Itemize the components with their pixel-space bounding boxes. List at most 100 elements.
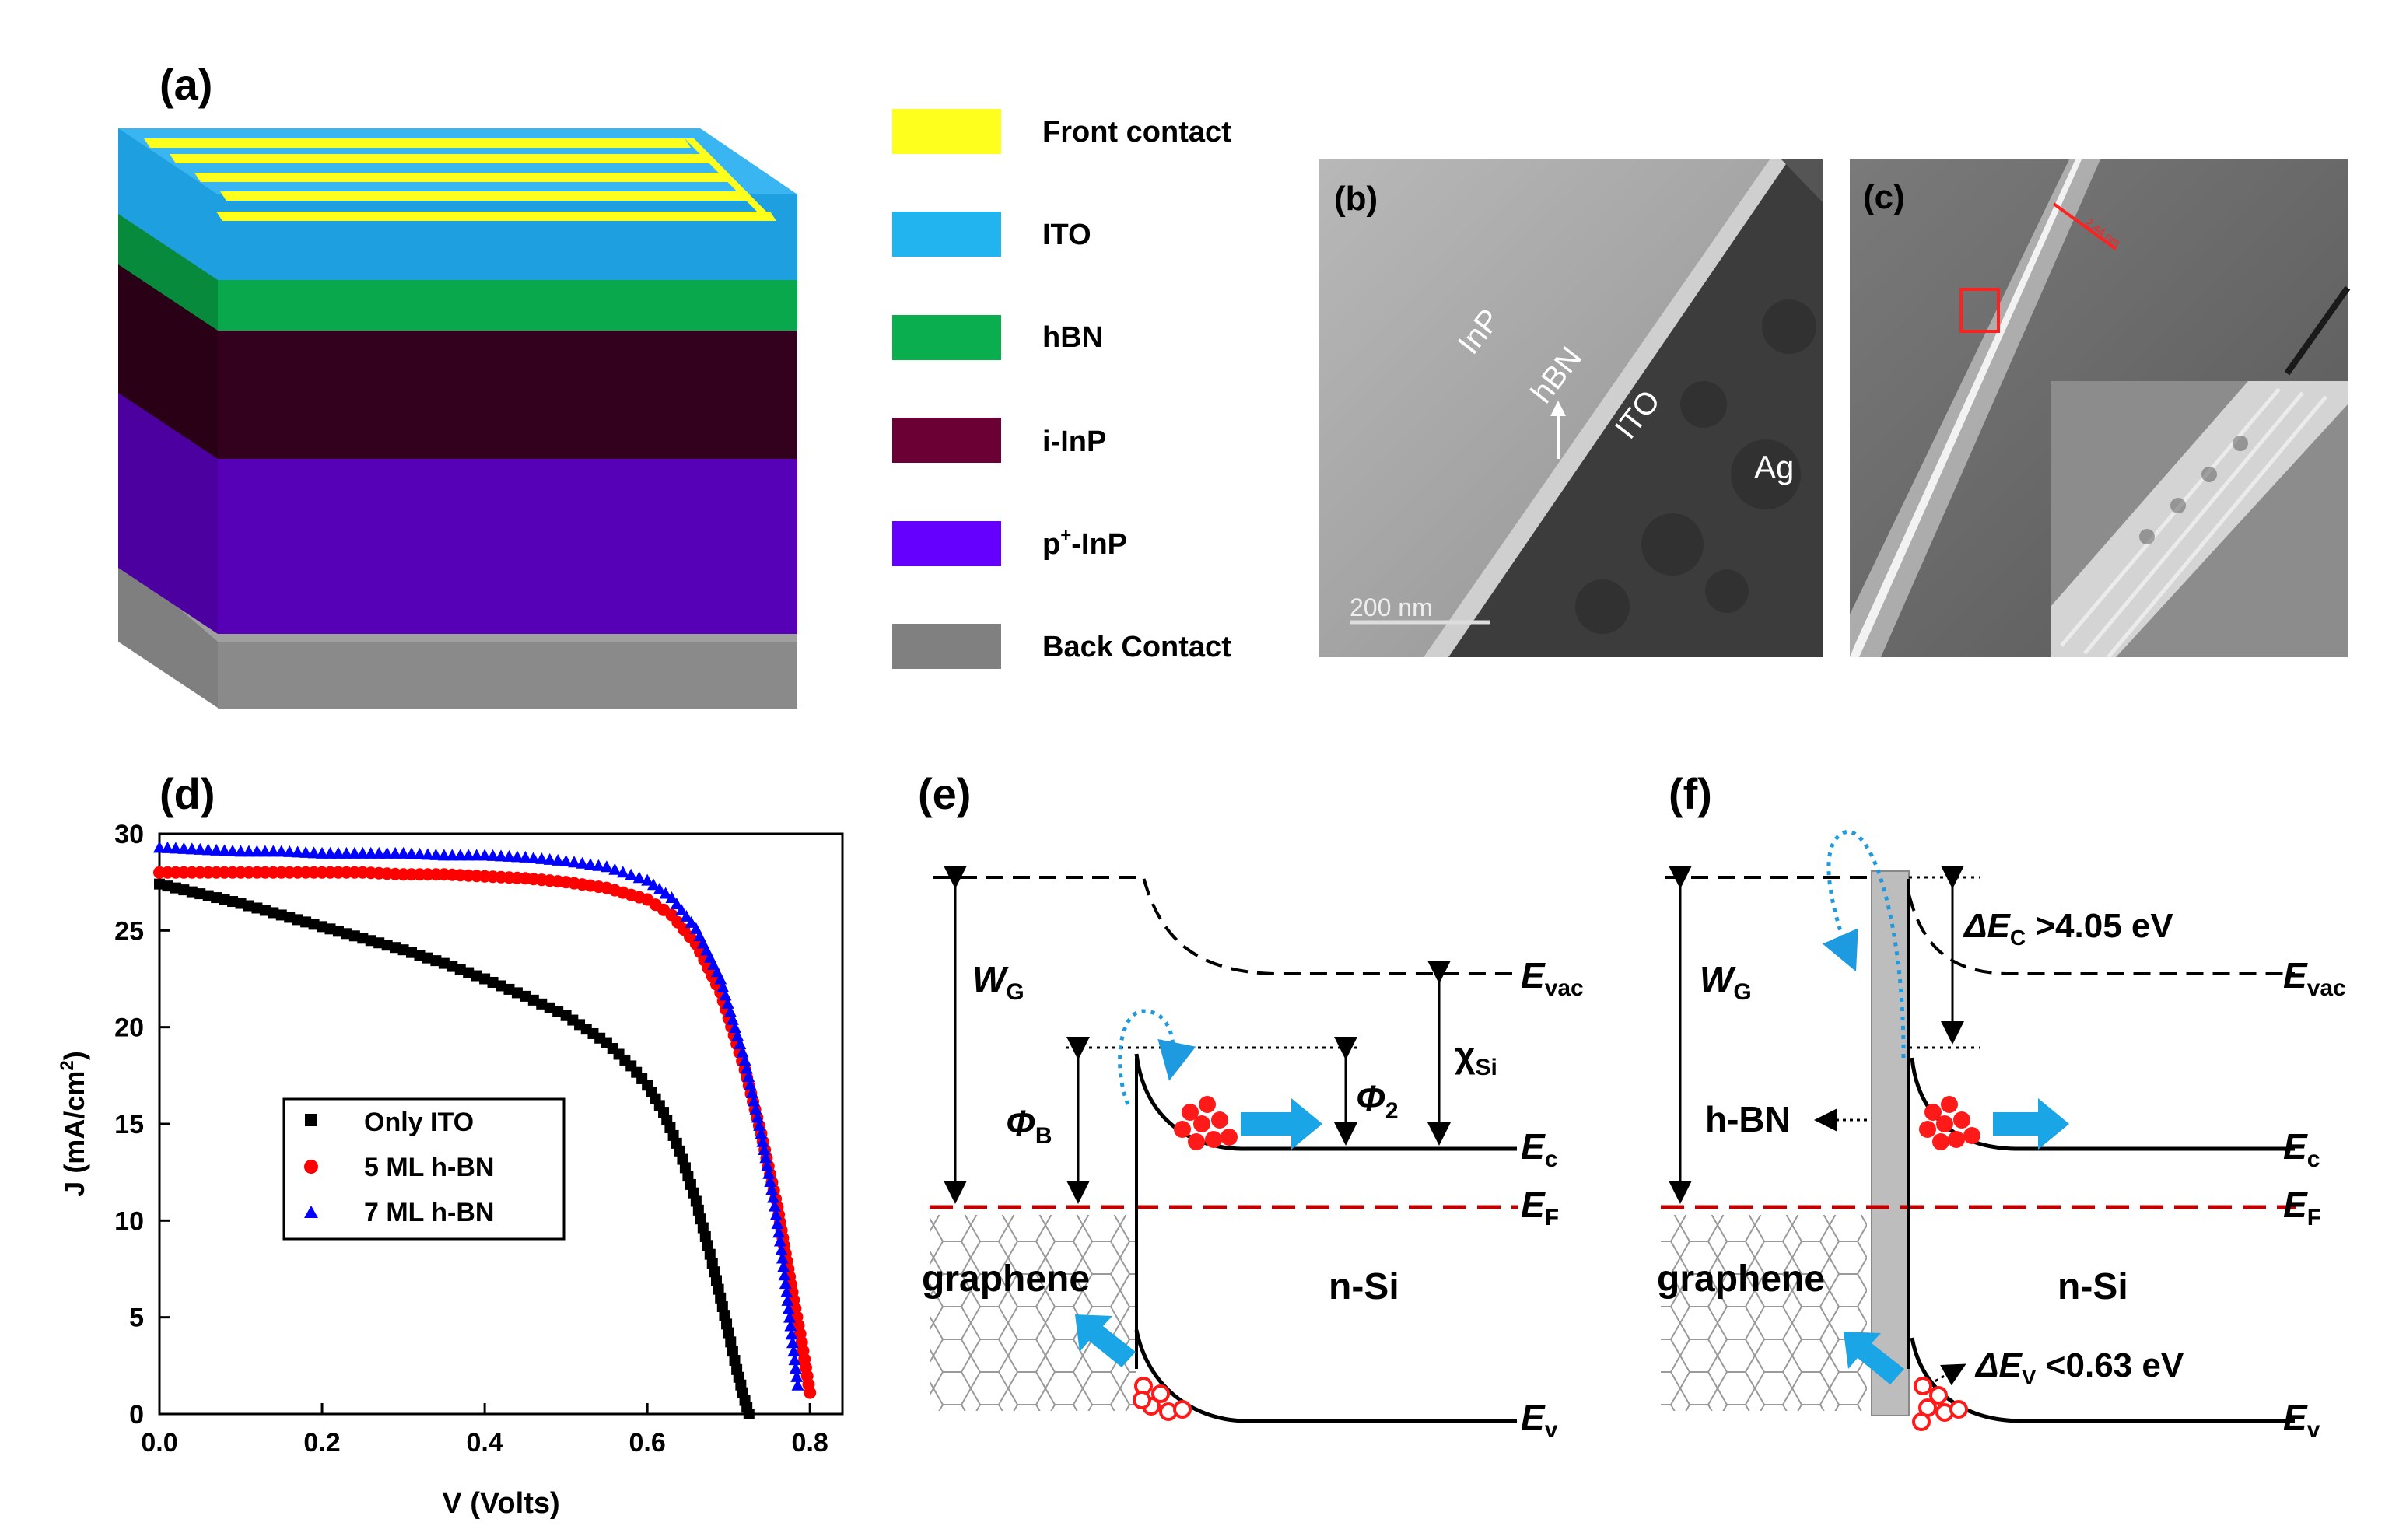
data-point — [210, 843, 223, 856]
x-axis-label: V (Volts) — [442, 1487, 559, 1520]
tem-image-b: (b) InP hBN ITO Ag 200 nm — [1319, 159, 1823, 657]
data-point — [592, 859, 605, 871]
conduction-band — [1134, 1053, 1517, 1151]
legend-label-back-contact: Back Contact — [1042, 631, 1231, 663]
data-point — [745, 1086, 758, 1098]
data-point — [784, 1319, 797, 1332]
data-point — [356, 846, 369, 859]
data-point — [625, 868, 638, 880]
data-point — [734, 1038, 747, 1050]
legend-label-i-inp: i-InP — [1042, 425, 1106, 458]
data-point — [486, 849, 499, 861]
data-point — [758, 1143, 771, 1155]
data-point — [738, 1053, 751, 1066]
y-tick-label: 30 — [114, 820, 144, 849]
graphene-label-f: graphene — [1657, 1258, 1825, 1300]
data-point — [462, 849, 475, 861]
ev-label: Ev — [1521, 1397, 1558, 1443]
x-tick-label: 0.4 — [466, 1428, 503, 1458]
data-point — [616, 866, 629, 878]
band-diagram-f: WG ΔEC >4.05 eV h-BN ΔEV <0.63 eV Evac E… — [1657, 830, 2346, 1443]
data-point — [659, 887, 672, 899]
data-point — [688, 1187, 699, 1199]
data-point — [767, 1191, 780, 1203]
chart-legend: Only ITO 5 ML h-BN 7 ML h-BN — [282, 1097, 566, 1241]
data-point — [744, 1078, 757, 1090]
data-point — [373, 846, 386, 859]
data-point — [568, 856, 581, 868]
data-point — [726, 1013, 739, 1025]
data-point — [729, 1354, 741, 1366]
tem-image-c: 2.44 nm (c) — [1850, 159, 2351, 659]
data-point — [714, 972, 727, 985]
data-point — [275, 845, 288, 857]
data-point — [674, 1145, 685, 1157]
y-axis-label: J (mA/cm2) — [57, 1051, 90, 1196]
legend-label-ito: ITO — [1042, 219, 1091, 251]
nsi-label-f: n-Si — [2058, 1266, 2128, 1307]
electrons — [1174, 1096, 1238, 1150]
data-point — [291, 845, 304, 858]
phi2-label: Φ2 — [1356, 1078, 1399, 1124]
data-point — [702, 1240, 713, 1251]
data-point — [706, 1258, 718, 1269]
data-point — [776, 1251, 789, 1264]
data-point — [692, 1204, 704, 1216]
data-point — [421, 848, 434, 860]
wg-label: WG — [972, 959, 1024, 1005]
y-tick-label: 25 — [114, 916, 144, 946]
data-point — [690, 1195, 702, 1207]
data-point — [510, 850, 524, 863]
wg-label-f: WG — [1700, 959, 1752, 1005]
x-tick-label: 0.2 — [303, 1428, 340, 1458]
y-tick-label: 10 — [114, 1206, 144, 1236]
legend-marker-7ml — [304, 1206, 318, 1218]
data-point — [790, 1370, 804, 1382]
data-point — [679, 1162, 691, 1174]
legend-only-ito: Only ITO — [364, 1108, 474, 1137]
data-point — [719, 1310, 730, 1321]
band-diagram-e: WG ΦB Φ2 χSi Evac Ec EF Ev graphene n-Si — [922, 866, 1584, 1443]
data-point — [761, 1159, 774, 1171]
holes-f — [1912, 1377, 1968, 1431]
legend-swatch-i-inp — [892, 418, 1001, 463]
x-tick-label: 0.0 — [141, 1428, 177, 1458]
data-point — [242, 845, 255, 857]
nsi-label: n-Si — [1329, 1266, 1399, 1307]
y-tick-label: 20 — [114, 1013, 144, 1043]
data-point — [446, 849, 459, 861]
data-point — [405, 847, 419, 859]
data-point — [680, 909, 693, 922]
data-point — [201, 843, 215, 856]
ef-label: EF — [1521, 1185, 1559, 1230]
data-point — [725, 1336, 737, 1348]
valence-band-f — [1910, 1337, 2295, 1423]
data-point — [535, 852, 548, 864]
data-point — [704, 1248, 716, 1260]
electron-flow-arrow — [1241, 1098, 1322, 1150]
data-point — [785, 1328, 798, 1340]
data-point — [675, 903, 688, 915]
data-point — [632, 871, 646, 884]
data-point — [670, 898, 683, 910]
data-marks — [153, 841, 817, 1419]
data-point — [194, 842, 207, 855]
ef-label-f: EF — [2283, 1185, 2321, 1230]
phib-label: ΦB — [1006, 1103, 1052, 1149]
data-point — [161, 841, 174, 853]
legend-7ml-hbn: 7 ML h-BN — [364, 1198, 494, 1227]
legend-swatch-back-contact — [892, 624, 1001, 669]
dec-label: ΔEC >4.05 eV — [1963, 907, 2173, 950]
panel-label-e: (e) — [918, 769, 971, 818]
data-point — [429, 848, 443, 860]
data-point — [583, 858, 597, 870]
data-point — [380, 846, 394, 859]
data-point — [713, 1283, 724, 1295]
legend-swatch-p-inp — [892, 521, 1001, 566]
data-point — [519, 850, 532, 863]
data-point — [348, 846, 361, 859]
data-point — [685, 1178, 696, 1190]
data-point — [527, 851, 540, 863]
